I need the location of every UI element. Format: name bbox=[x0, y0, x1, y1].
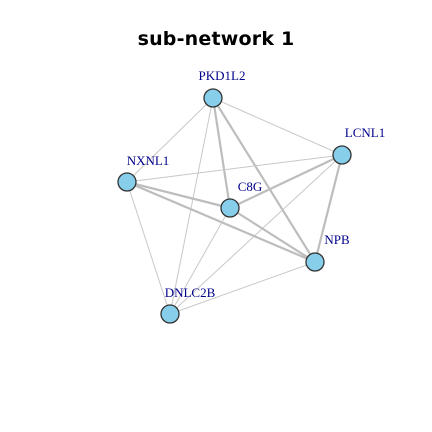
edge-lcnl1-c8g bbox=[229, 154, 343, 209]
node-label-nxnl1: NXNL1 bbox=[127, 153, 170, 168]
edge-nxnl1-npb bbox=[126, 180, 316, 264]
node-label-dnlc2b: DNLC2B bbox=[165, 285, 216, 300]
edge-c8g-dnlc2b bbox=[169, 207, 231, 315]
node-npb[interactable] bbox=[305, 252, 325, 272]
edge-pkd1l2-dnlc2b bbox=[169, 97, 214, 315]
node-label-lcnl1: LCNL1 bbox=[345, 125, 385, 140]
plot-title: sub-network 1 bbox=[137, 28, 295, 50]
node-lcnl1[interactable] bbox=[332, 145, 352, 165]
edges-group bbox=[126, 97, 344, 315]
node-dnlc2b[interactable] bbox=[160, 304, 180, 324]
node-label-pkd1l2: PKD1L2 bbox=[199, 68, 246, 83]
edge-c8g-npb bbox=[229, 207, 316, 263]
node-c8g[interactable] bbox=[220, 198, 240, 218]
edge-pkd1l2-c8g bbox=[211, 97, 232, 209]
node-label-c8g: C8G bbox=[238, 179, 263, 194]
edge-pkd1l2-nxnl1 bbox=[126, 97, 214, 183]
node-pkd1l2[interactable] bbox=[203, 88, 223, 108]
edge-lcnl1-dnlc2b bbox=[169, 154, 343, 315]
edge-nxnl1-c8g bbox=[126, 180, 231, 210]
edge-lcnl1-npb bbox=[313, 154, 344, 263]
edge-pkd1l2-npb bbox=[212, 97, 316, 263]
node-nxnl1[interactable] bbox=[117, 172, 137, 192]
edge-pkd1l2-lcnl1 bbox=[212, 97, 343, 156]
edge-lcnl1-nxnl1 bbox=[126, 154, 343, 183]
edge-npb-dnlc2b bbox=[169, 261, 316, 315]
edge-nxnl1-dnlc2b bbox=[126, 181, 171, 315]
node-label-npb: NPB bbox=[324, 232, 350, 247]
